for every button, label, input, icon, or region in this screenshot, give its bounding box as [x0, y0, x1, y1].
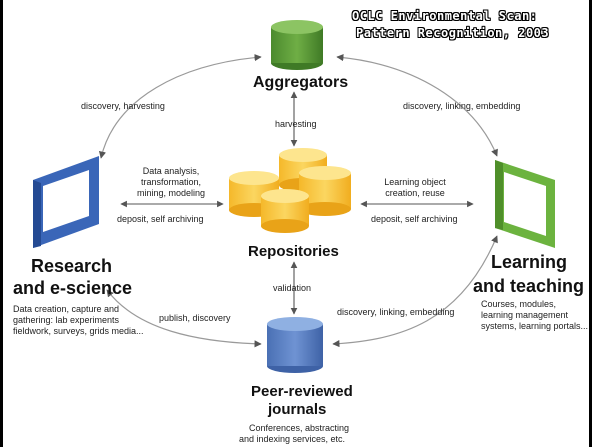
edge-label-aggregators-repositories: harvesting — [275, 119, 317, 129]
edge-label-learning-repo-top-1: Learning object — [384, 177, 446, 187]
edge-label-research-repo-bottom: deposit, self archiving — [117, 214, 204, 224]
research-frame — [33, 156, 99, 248]
research-desc-line2: gathering: lab experiments — [13, 315, 120, 325]
arc-research-journals — [106, 289, 262, 348]
learning-desc-line2: learning management — [481, 310, 569, 320]
arc-aggregators-learning — [336, 53, 498, 157]
edge-label-research-journals: publish, discovery — [159, 313, 231, 323]
journals-desc-line2: and indexing services, etc. — [239, 434, 346, 444]
arc-research-aggregators — [98, 53, 262, 159]
learning-label-line1: Learning — [491, 252, 568, 272]
research-label-line1: Research — [31, 256, 113, 276]
aggregators-label: Aggregators — [253, 74, 349, 91]
research-desc-line1: Data creation, capture and — [13, 304, 120, 314]
edge-label-research-repo-top-2: transformation, — [140, 177, 202, 187]
scan-title-line1: OCLC Environmental Scan: — [352, 9, 538, 23]
repositories-label: Repositories — [248, 243, 339, 260]
edge-label-research-repo-top-3: mining, modeling — [136, 188, 206, 198]
edge-label-journals-learning: discovery, linking, embedding — [337, 307, 455, 317]
repositories-cylinders — [229, 148, 351, 233]
learning-desc-line3: systems, learning portals... — [481, 321, 589, 331]
learning-desc-line1: Courses, modules, — [481, 299, 557, 309]
edge-label-learning-repo-top-2: creation, reuse — [385, 188, 445, 198]
diagram-graphics — [33, 20, 555, 373]
learning-frame — [495, 160, 555, 248]
journals-desc-line1: Conferences, abstracting — [249, 423, 350, 433]
edge-label-repo-journals: validation — [273, 283, 312, 293]
outer-arcs — [98, 53, 498, 348]
journals-cylinder — [267, 317, 323, 373]
research-label-line2: and e-science — [13, 278, 133, 298]
inner-arrows — [120, 91, 474, 315]
scan-title-line2: Pattern Recognition, 2003 — [356, 26, 550, 40]
edge-label-aggregators-learning: discovery, linking, embedding — [403, 101, 521, 111]
arc-journals-learning — [332, 235, 498, 348]
research-desc-line3: fieldwork, surveys, grids media... — [13, 326, 144, 336]
journals-label-line1: Peer-reviewed — [251, 383, 353, 400]
edge-label-learning-repo-bottom: deposit, self archiving — [371, 214, 458, 224]
learning-label-line2: and teaching — [473, 276, 585, 296]
edge-label-research-repo-top-1: Data analysis, — [142, 166, 200, 176]
aggregators-cylinder — [271, 20, 323, 70]
edge-label-research-aggregators: discovery, harvesting — [81, 101, 165, 111]
journals-label-line2: journals — [268, 401, 327, 418]
